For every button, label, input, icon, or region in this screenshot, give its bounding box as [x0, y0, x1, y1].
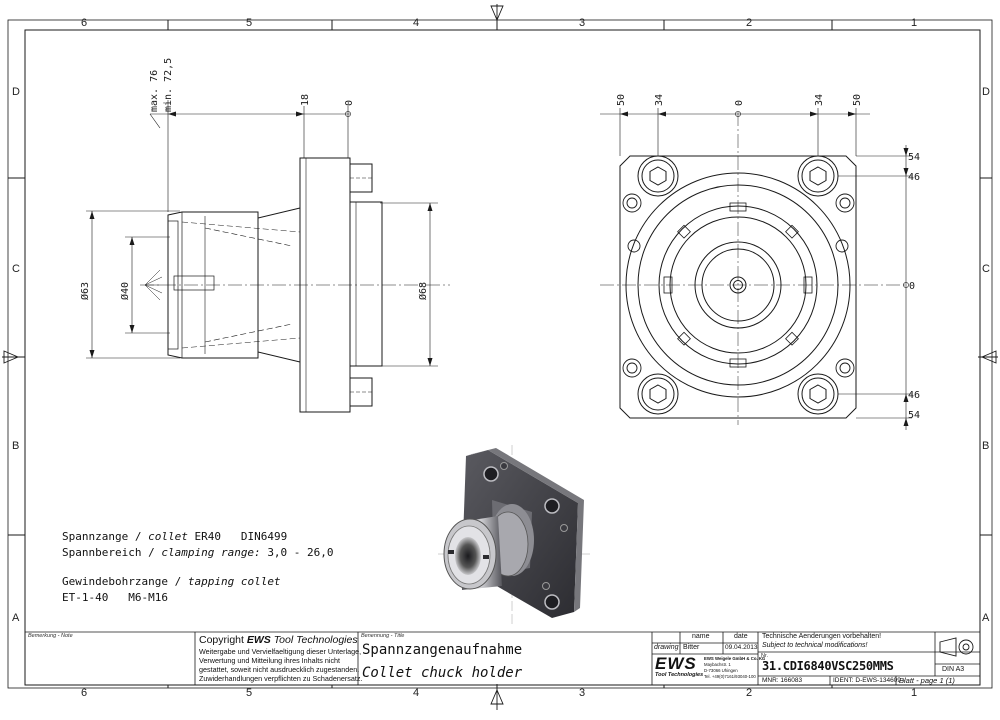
copyright-tail: Tool Technologies [273, 634, 358, 646]
company-line-3: D-73066 Uhingen [704, 668, 738, 673]
tech-note-de: Technische Aenderungen vorbehalten! [762, 633, 882, 640]
mnr-value: MNR: 166083 [762, 677, 803, 684]
dim-dia-63: Ø63 [79, 282, 91, 300]
copyright-line-3: gestattet, soweit nicht ausdruecklich zu… [199, 665, 360, 674]
drawer-name: Bitter [683, 644, 700, 651]
note-tapping-collet: Gewindebohrzange / tapping collet [62, 575, 281, 588]
zone-col-5-bottom: 5 [246, 687, 253, 699]
zone-col-5-top: 5 [246, 17, 253, 29]
isometric-render [438, 445, 590, 625]
dim-right-46-bottom: 46 [908, 390, 920, 401]
paper-format: DIN A3 [942, 666, 965, 673]
tech-note-en: Subject to technical modifications! [762, 642, 868, 649]
ews-logo-sub: Tool Technologies [655, 672, 704, 678]
company-line-1: EWS Weigele GmbH & Co. KG [704, 656, 766, 661]
row-drawing-label: drawing [654, 644, 679, 651]
dim-top-0: 0 [734, 100, 745, 106]
dim-dia-68: Ø68 [417, 282, 429, 300]
zone-col-1-bottom: 1 [911, 687, 918, 699]
copyright-brand: EWS [246, 634, 271, 646]
front-view: 50 34 0 34 50 54 46 0 46 54 [600, 94, 920, 430]
dim-min-72-5: min. 72,5 [163, 58, 174, 112]
remark-label: Bemerkung - Note [28, 633, 73, 639]
zone-col-1-top: 1 [911, 17, 918, 29]
dim-top-34-right: 34 [814, 94, 825, 106]
col-date-header: date [734, 633, 748, 640]
dim-0-side: 0 [344, 100, 355, 106]
title-english: Collet chuck holder [362, 665, 523, 681]
dim-top-34-left: 34 [654, 94, 665, 106]
note-collet: Spannzange / collet ER40 DIN6499 [62, 530, 287, 543]
zone-row-c-left: C [12, 263, 20, 275]
note-collet-value: ER40 DIN6499 [194, 530, 288, 543]
ews-logo-text: EWS [655, 654, 697, 673]
ident-value: IDENT: D-EWS-134609 - [833, 677, 905, 684]
dim-top-50-left: 50 [616, 94, 627, 106]
dim-right-0: 0 [909, 281, 915, 292]
note-clamping-range: Spannbereich / clamping range: 3,0 - 26,… [62, 546, 334, 559]
zone-col-4-bottom: 4 [413, 687, 420, 699]
company-line-2: Maybachstr. 1 [704, 662, 731, 667]
title-german: Spannzangenaufnahme [362, 642, 523, 658]
zone-col-2-bottom: 2 [746, 687, 753, 699]
zone-row-d-right: D [982, 86, 990, 98]
zone-row-d-left: D [12, 86, 20, 98]
company-line-4: Tel. +49(0)7161/93040-100 [704, 674, 756, 679]
note-collet-en: collet [148, 530, 188, 543]
sheet-page: Blatt - page 1 (1) [899, 676, 955, 685]
dim-right-46-top: 46 [908, 172, 920, 183]
ews-logo: EWS Tool Technologies [655, 655, 703, 679]
copyright-line-1: Weitergabe und Vervielfaeltigung dieser … [199, 647, 362, 656]
note-clamping-de: Spannbereich / [62, 546, 155, 559]
zone-row-c-right: C [982, 263, 990, 275]
col-name-header: name [692, 633, 710, 640]
copyright-line-2: Verwertung und Mitteilung ihres Inhalts … [199, 656, 341, 665]
note-tapping-en: tapping collet [187, 575, 281, 588]
title-block-grid [25, 631, 980, 685]
copyright-word: Copyright [199, 634, 244, 646]
zone-col-3-top: 3 [579, 17, 586, 29]
nr-label: Nr. [761, 653, 769, 659]
dim-top-50-right: 50 [852, 94, 863, 106]
zone-col-6-top: 6 [81, 17, 88, 29]
side-view: max. 76 min. 72,5 18 0 Ø63 Ø40 Ø68 [79, 58, 450, 413]
projection-symbol-icon [939, 637, 974, 657]
note-clamping-value: 3,0 - 26,0 [267, 546, 334, 559]
zone-col-6-bottom: 6 [81, 687, 88, 699]
zone-col-3-bottom: 3 [579, 687, 586, 699]
dim-right-54-top: 54 [908, 152, 920, 163]
note-tapping-type: ET-1-40 M6-M16 [62, 591, 168, 604]
zone-row-a-left: A [12, 612, 20, 624]
part-number: 31.CDI6840VSC250MMS [762, 659, 894, 673]
note-tapping-de: Gewindebohrzange / [62, 575, 182, 588]
dim-18: 18 [300, 94, 311, 106]
zone-row-b-left: B [12, 440, 20, 452]
copyright-line-4: Zuwiderhandlungen verpflichten zu Schade… [199, 674, 363, 683]
dim-right-54-bottom: 54 [908, 410, 920, 421]
note-collet-de: Spannzange / [62, 530, 142, 543]
dim-dia-40: Ø40 [119, 282, 131, 300]
zone-col-2-top: 2 [746, 17, 753, 29]
zone-col-4-top: 4 [413, 17, 420, 29]
zone-row-b-right: B [982, 440, 990, 452]
designation-label: Benennung - Title [361, 633, 405, 639]
copyright-heading: Copyright EWS Tool Technologies [199, 634, 358, 646]
note-clamping-en: clamping range: [161, 546, 261, 559]
centering-marks [2, 4, 998, 710]
zone-row-a-right: A [982, 612, 990, 624]
drawing-date: 09.04.2013 [725, 644, 758, 651]
dim-max-76: max. 76 [149, 70, 160, 112]
